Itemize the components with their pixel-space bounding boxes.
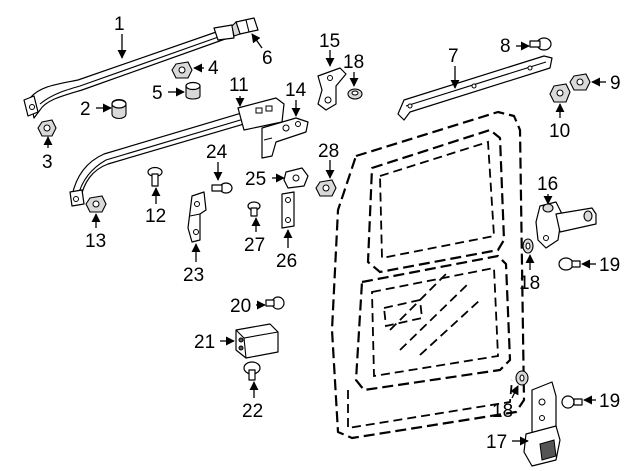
upper-track-part	[23, 24, 235, 119]
washer-part-18-middle	[522, 238, 534, 254]
sliding-door-outline	[330, 110, 526, 440]
callout-15: 15	[319, 31, 340, 52]
bumper-part-21	[235, 323, 279, 359]
lower-hinge-part-17	[523, 381, 561, 467]
callout-11: 11	[229, 75, 249, 96]
callout-26: 26	[276, 251, 297, 272]
callout-23: 23	[183, 265, 204, 286]
nut-part-10	[549, 83, 571, 103]
bracket-part-15	[317, 67, 347, 111]
callout-5: 5	[152, 83, 163, 104]
callout-7: 7	[448, 46, 459, 67]
callout-22: 22	[242, 401, 263, 422]
bolt-part-20	[265, 296, 285, 310]
callout-10: 10	[549, 121, 570, 142]
callout-18-bottom: 18	[492, 401, 513, 422]
center-track-part	[69, 97, 285, 207]
callout-14: 14	[285, 80, 307, 101]
bolt-part-22	[243, 361, 261, 381]
callout-16: 16	[537, 174, 558, 195]
callout-9: 9	[610, 73, 621, 94]
callout-17: 17	[486, 432, 507, 453]
callout-28: 28	[318, 141, 339, 162]
block-part-25	[283, 167, 309, 189]
callout-24: 24	[206, 142, 228, 163]
rear-track-part	[397, 55, 553, 121]
callout-18-middle: 18	[519, 273, 540, 294]
nut-part-9	[569, 73, 591, 91]
callout-12: 12	[145, 206, 166, 227]
callout-4: 4	[208, 58, 219, 79]
nut-part-3	[37, 119, 57, 137]
bolt-part-24	[211, 182, 233, 194]
roller-part	[111, 98, 127, 120]
callout-21: 21	[194, 332, 215, 353]
callout-13: 13	[85, 231, 106, 252]
callout-labels: 1 2 3 4 5 6 7 8 9 10 11 12 13 14 15 16 1…	[42, 14, 621, 453]
callout-6: 6	[262, 48, 273, 69]
callout-3: 3	[42, 152, 53, 173]
leader-lines	[43, 33, 606, 446]
bolt-part-19-upper	[558, 257, 581, 271]
nut-part-4	[171, 61, 193, 79]
callout-19-upper: 19	[599, 255, 620, 276]
bolt-part-8	[529, 37, 552, 51]
callout-8: 8	[500, 36, 511, 57]
bolt-part-19-lower	[561, 395, 583, 409]
callout-18-top: 18	[343, 52, 364, 73]
hinge-assembly-part-16	[535, 201, 597, 249]
callout-2: 2	[80, 99, 91, 120]
hinge-plate-part-23	[187, 191, 207, 243]
callout-20: 20	[230, 296, 251, 317]
nut-part-28	[315, 179, 337, 197]
nut-part-13	[85, 195, 107, 213]
callout-27: 27	[244, 235, 265, 256]
washer-part-18-bottom	[515, 370, 529, 386]
bracket-part-14	[261, 117, 309, 159]
end-cap-part-6	[231, 17, 259, 37]
washer-part-18-top	[347, 88, 363, 100]
bolt-part-27	[247, 201, 261, 217]
striker-plate-part-26	[281, 191, 295, 229]
callout-19-lower: 19	[599, 391, 620, 412]
bolt-part-12	[147, 166, 163, 187]
callout-1: 1	[114, 14, 125, 35]
callout-25: 25	[245, 169, 266, 190]
bushing-part-5	[185, 81, 201, 100]
